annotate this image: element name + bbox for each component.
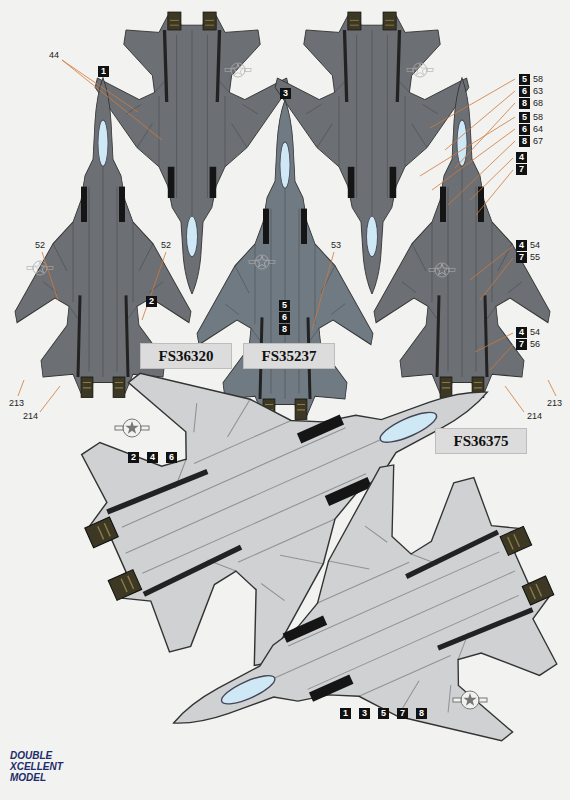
- decal-number: 2: [149, 296, 154, 307]
- decal-number-box: 4: [516, 240, 527, 251]
- decal-number: 8: [522, 136, 527, 147]
- decal-number: 5: [522, 112, 527, 123]
- callout-number: 54: [529, 327, 541, 337]
- decal-number: 6: [522, 86, 527, 97]
- color-code: FS36375: [453, 433, 508, 450]
- decal-number-box: 6: [279, 312, 290, 323]
- color-code-box: FS36320: [140, 343, 232, 369]
- decal-number: 7: [519, 339, 524, 350]
- decal-number: 1: [101, 66, 106, 77]
- decal-number: 8: [419, 708, 424, 719]
- callout-number: 58: [532, 74, 544, 84]
- decal-number-box: 4: [516, 152, 527, 163]
- decal-number: 6: [522, 124, 527, 135]
- decal-number-box: 5: [519, 112, 530, 123]
- brand-logo: DOUBLE XCELLENT MODEL: [10, 750, 74, 783]
- decal-number: 5: [522, 74, 527, 85]
- decal-number: 8: [522, 98, 527, 109]
- decal-number: 4: [519, 327, 524, 338]
- decal-number-box: 3: [359, 708, 370, 719]
- callout-number: 63: [532, 86, 544, 96]
- callout-number: 55: [529, 252, 541, 262]
- callout-number: 214: [22, 411, 39, 421]
- decal-number: 6: [169, 452, 174, 463]
- decal-number-box: 2: [128, 452, 139, 463]
- decal-number: 3: [283, 88, 288, 99]
- callout-number: 44: [48, 50, 60, 60]
- callout-number: 213: [546, 398, 563, 408]
- decal-number-box: 6: [519, 124, 530, 135]
- decal-number: 4: [519, 240, 524, 251]
- decal-number-box: 6: [166, 452, 177, 463]
- color-code: FS35237: [261, 348, 316, 365]
- callout-number: 52: [34, 240, 46, 250]
- callout-number: 56: [529, 339, 541, 349]
- decal-number-box: 2: [146, 296, 157, 307]
- decal-number: 7: [400, 708, 405, 719]
- callout-number: 52: [160, 240, 172, 250]
- decal-number: 2: [131, 452, 136, 463]
- decal-number: 5: [282, 300, 287, 311]
- decal-number: 8: [282, 324, 287, 335]
- decal-number-box: 6: [519, 86, 530, 97]
- decal-number-box: 7: [516, 252, 527, 263]
- decal-number: 7: [519, 252, 524, 263]
- color-code: FS36320: [158, 348, 213, 365]
- leader-lines: [18, 60, 556, 412]
- decal-number-box: 7: [397, 708, 408, 719]
- decal-number: 5: [381, 708, 386, 719]
- decal-number-box: 4: [516, 327, 527, 338]
- decal-number: 4: [150, 452, 155, 463]
- decal-number-box: 8: [519, 136, 530, 147]
- callout-number: 213: [8, 398, 25, 408]
- callout-number: 214: [526, 411, 543, 421]
- decal-number-box: 7: [516, 164, 527, 175]
- color-code-box: FS36375: [435, 428, 527, 454]
- callout-number: 68: [532, 98, 544, 108]
- decal-number: 3: [362, 708, 367, 719]
- decal-number-box: 1: [98, 66, 109, 77]
- decal-number-box: 5: [279, 300, 290, 311]
- decal-number-box: 8: [279, 324, 290, 335]
- decal-number-box: 8: [519, 98, 530, 109]
- decal-number: 7: [519, 164, 524, 175]
- decal-number-box: 3: [280, 88, 291, 99]
- callout-number: 58: [532, 112, 544, 122]
- decal-number: 4: [519, 152, 524, 163]
- callout-number: 64: [532, 124, 544, 134]
- decal-number-box: 1: [340, 708, 351, 719]
- decal-number-box: 7: [516, 339, 527, 350]
- color-code-box: FS35237: [243, 343, 335, 369]
- decal-number-box: 8: [416, 708, 427, 719]
- decal-number-box: 4: [147, 452, 158, 463]
- callout-number: 67: [532, 136, 544, 146]
- decal-number-box: 5: [378, 708, 389, 719]
- callout-number: 54: [529, 240, 541, 250]
- decal-number: 6: [282, 312, 287, 323]
- callout-number: 53: [330, 240, 342, 250]
- decal-number: 1: [343, 708, 348, 719]
- decal-number-box: 5: [519, 74, 530, 85]
